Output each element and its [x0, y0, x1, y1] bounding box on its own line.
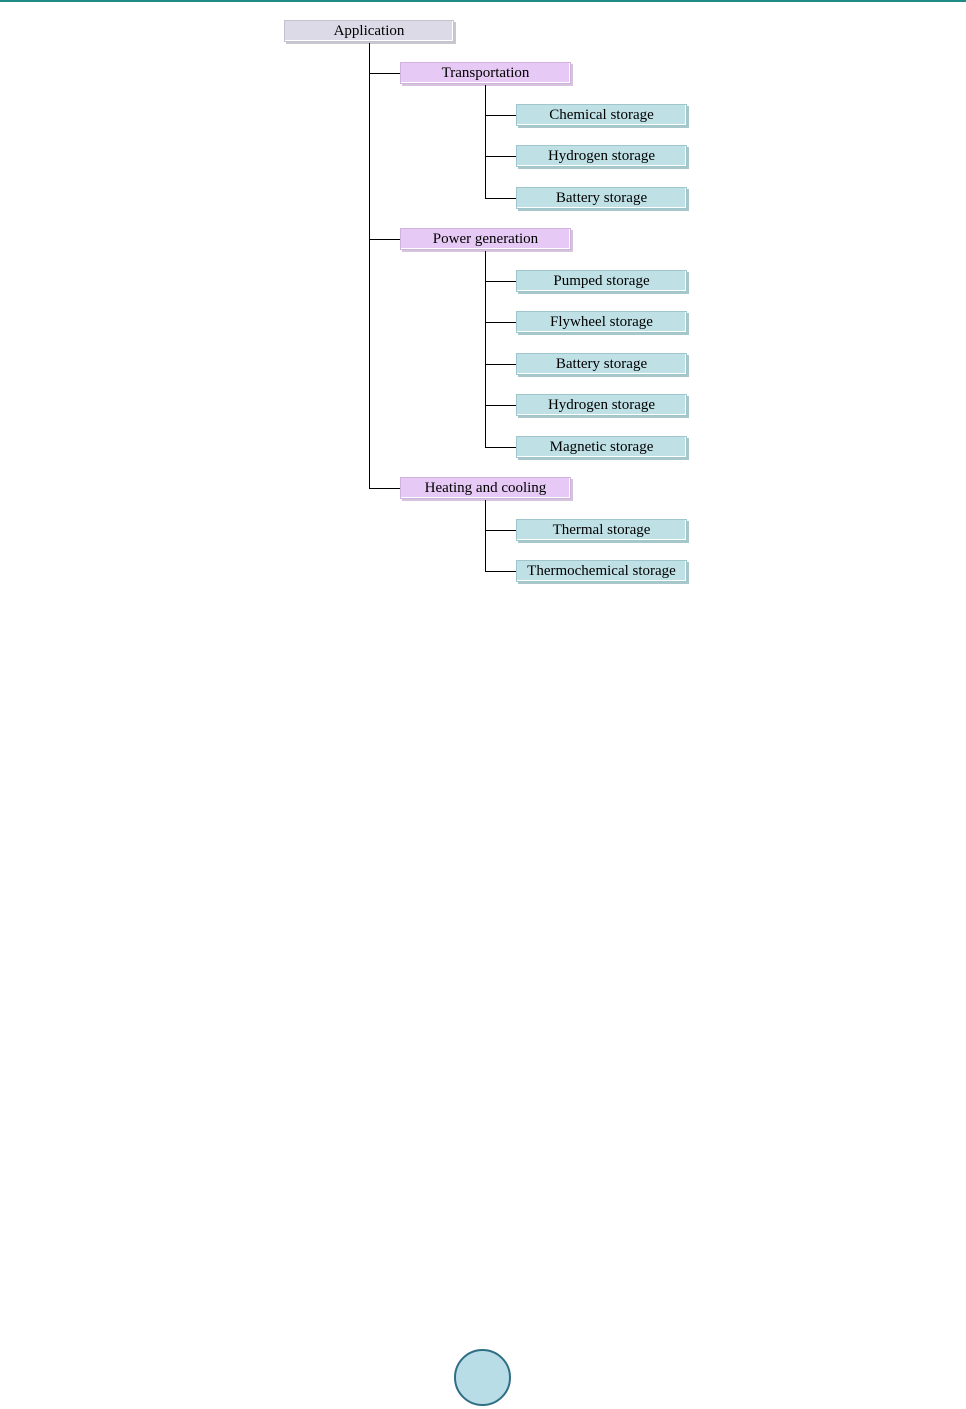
leaf-node-battery-storage: Battery storage — [516, 187, 687, 209]
leaf-node-thermochemical-storage: Thermochemical storage — [516, 560, 687, 582]
connector-leaf — [485, 571, 516, 572]
leaf-node-pumped-storage: Pumped storage — [516, 270, 687, 292]
connector-transportation — [369, 73, 400, 74]
root-node: Application — [284, 20, 454, 42]
trunk-line-heating-and-cooling — [485, 500, 486, 572]
trunk-line-transportation — [485, 85, 486, 198]
connector-leaf — [485, 405, 516, 406]
application-tree-diagram: Application Transportation Chemical stor… — [0, 0, 966, 620]
connector-leaf — [485, 156, 516, 157]
leaf-node-hydrogen-storage: Hydrogen storage — [516, 394, 687, 416]
category-node-transportation: Transportation — [400, 62, 571, 84]
connector-leaf — [485, 115, 516, 116]
connector-leaf — [485, 530, 516, 531]
leaf-node-chemical-storage: Chemical storage — [516, 104, 687, 126]
trunk-line-root — [369, 43, 370, 489]
connector-leaf — [485, 364, 516, 365]
connector-leaf — [485, 447, 516, 448]
connector-leaf — [485, 322, 516, 323]
connector-power-generation — [369, 239, 400, 240]
header-rule — [0, 0, 966, 2]
leaf-node-magnetic-storage: Magnetic storage — [516, 436, 687, 458]
leaf-node-battery-storage: Battery storage — [516, 353, 687, 375]
connector-heating-and-cooling — [369, 488, 400, 489]
page-number-badge — [454, 1349, 511, 1406]
category-node-heating-and-cooling: Heating and cooling — [400, 477, 571, 499]
connector-leaf — [485, 281, 516, 282]
leaf-node-hydrogen-storage: Hydrogen storage — [516, 145, 687, 167]
trunk-line-power-generation — [485, 251, 486, 447]
category-node-power-generation: Power generation — [400, 228, 571, 250]
leaf-node-thermal-storage: Thermal storage — [516, 519, 687, 541]
leaf-node-flywheel-storage: Flywheel storage — [516, 311, 687, 333]
connector-leaf — [485, 198, 516, 199]
